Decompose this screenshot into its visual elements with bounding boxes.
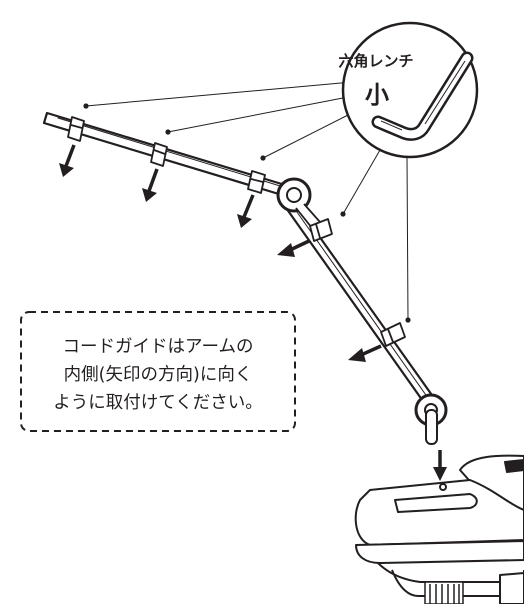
arrow-left-icon xyxy=(277,239,310,257)
cord-guide-2 xyxy=(150,142,168,167)
instruction-note: コードガイドはアームの 内側(矢印の方向)に向く ように取付けてください。 xyxy=(20,311,296,432)
tool-name-label: 六角レンチ xyxy=(338,52,413,70)
cord-guide-4 xyxy=(309,218,333,242)
note-line-1: コードガイドはアームの xyxy=(63,337,254,357)
leader-dots xyxy=(83,103,411,323)
hex-key-icon xyxy=(371,51,474,141)
hex-key-callout: 六角レンチ 小 xyxy=(338,21,479,159)
cord-guides xyxy=(67,116,406,347)
arrow-down-icon xyxy=(433,450,447,481)
leader-lines xyxy=(85,81,409,321)
arrow-left-icon xyxy=(348,344,382,362)
note-line-3: ように取付けてください。 xyxy=(53,393,262,413)
direction-arrows xyxy=(59,144,447,481)
base-joint xyxy=(414,393,448,445)
clamp-screw xyxy=(424,581,464,604)
arrow-down-icon xyxy=(59,144,76,177)
cord-guide-5 xyxy=(380,322,406,347)
cord-guide-3 xyxy=(247,170,266,194)
elbow-joint xyxy=(276,177,322,230)
note-line-2: 内側(矢印の方向)に向く xyxy=(64,365,253,385)
arrow-down-icon xyxy=(142,168,159,202)
tool-size-label: 小 xyxy=(365,81,389,109)
lower-arm xyxy=(282,196,436,406)
cord-guide-1 xyxy=(67,116,85,142)
arrow-down-icon xyxy=(237,194,255,228)
clamp-base xyxy=(354,454,524,604)
